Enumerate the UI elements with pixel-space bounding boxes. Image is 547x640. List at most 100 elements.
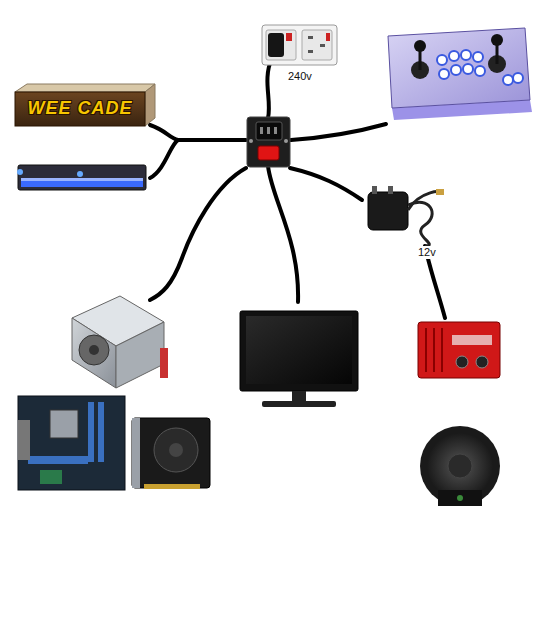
speaker [420,426,500,506]
amplifier [441,328,443,372]
monitor [292,391,306,401]
power-adapter [408,202,432,246]
wall-socket [286,33,292,41]
power-adapter [368,192,408,230]
wire [150,168,246,300]
marquee [145,84,155,126]
motherboard [40,470,62,484]
amplifier [426,328,442,372]
control-panel [437,55,447,65]
wire [267,58,272,118]
speaker [448,454,472,478]
control-panel [388,28,532,120]
motherboard [18,420,30,460]
graphics-card [132,418,210,488]
control-panel [449,51,459,61]
control-panel [461,50,471,60]
wire [291,124,386,140]
graphics-card [144,484,200,489]
control-panel [473,52,483,62]
control-panel [437,50,523,85]
control-panel [388,28,530,108]
voltage-label: 12v [416,246,438,259]
control-panel [491,34,503,46]
amplifier [418,322,500,378]
power-switch [256,122,282,140]
wire [150,140,178,178]
psu [72,318,116,388]
graphics-card [132,418,140,488]
wall-socket [266,30,296,60]
light-bar [17,165,146,190]
wire [150,125,178,140]
power-adapter [372,186,377,194]
wall-socket [308,36,313,39]
wire [178,138,246,142]
amplifier [452,335,492,345]
speaker [420,426,500,506]
control-panel [475,66,485,76]
control-panel [513,73,523,83]
power-switch [260,127,263,134]
marquee [15,92,145,126]
monitor [246,316,352,384]
marquee [15,84,155,92]
logo-text: WEE CADE [17,98,143,119]
graphics-card [132,418,210,489]
wall-socket [326,33,330,41]
wire [290,168,362,200]
power-switch [247,117,290,167]
amplifier [425,328,427,372]
motherboard [50,410,78,438]
speaker [438,490,482,506]
monitor [262,401,336,407]
psu [72,296,168,388]
motherboard [18,396,125,490]
power-switch [284,139,288,143]
light-bar [21,181,143,187]
psu [160,348,168,378]
wall-socket [268,33,284,57]
motherboard [88,402,94,462]
power-switch [258,146,279,160]
power-adapter [408,192,439,210]
psu [79,335,109,365]
control-panel [439,69,449,79]
control-panel [503,75,513,85]
wall-socket [308,50,313,53]
marquee [15,84,155,126]
motherboard [98,402,104,462]
power-switch [247,117,290,167]
power-adapter [368,186,444,246]
motherboard [18,396,125,490]
light-bar [21,178,143,181]
light-bar [77,171,83,177]
amplifier [476,356,488,368]
motherboard [28,456,88,464]
amplifier [456,356,468,368]
control-panel [414,40,426,52]
psu [89,345,99,355]
speaker [427,433,493,499]
amplifier [433,328,435,372]
wall-socket [320,44,325,47]
psu [116,322,164,388]
voltage-label: 240v [286,70,314,83]
control-panel [463,64,473,74]
wall-socket [302,30,332,60]
power-switch [249,139,253,143]
monitor [240,311,358,407]
light-bar [18,165,146,190]
monitor [240,311,358,391]
power-switch [267,127,270,134]
wall-socket [262,25,337,65]
light-bar [17,169,23,175]
power-adapter [436,189,444,195]
graphics-card [154,428,198,472]
amplifier [418,322,500,378]
wire [268,166,298,302]
wall-socket [262,25,337,65]
graphics-card [169,443,183,457]
